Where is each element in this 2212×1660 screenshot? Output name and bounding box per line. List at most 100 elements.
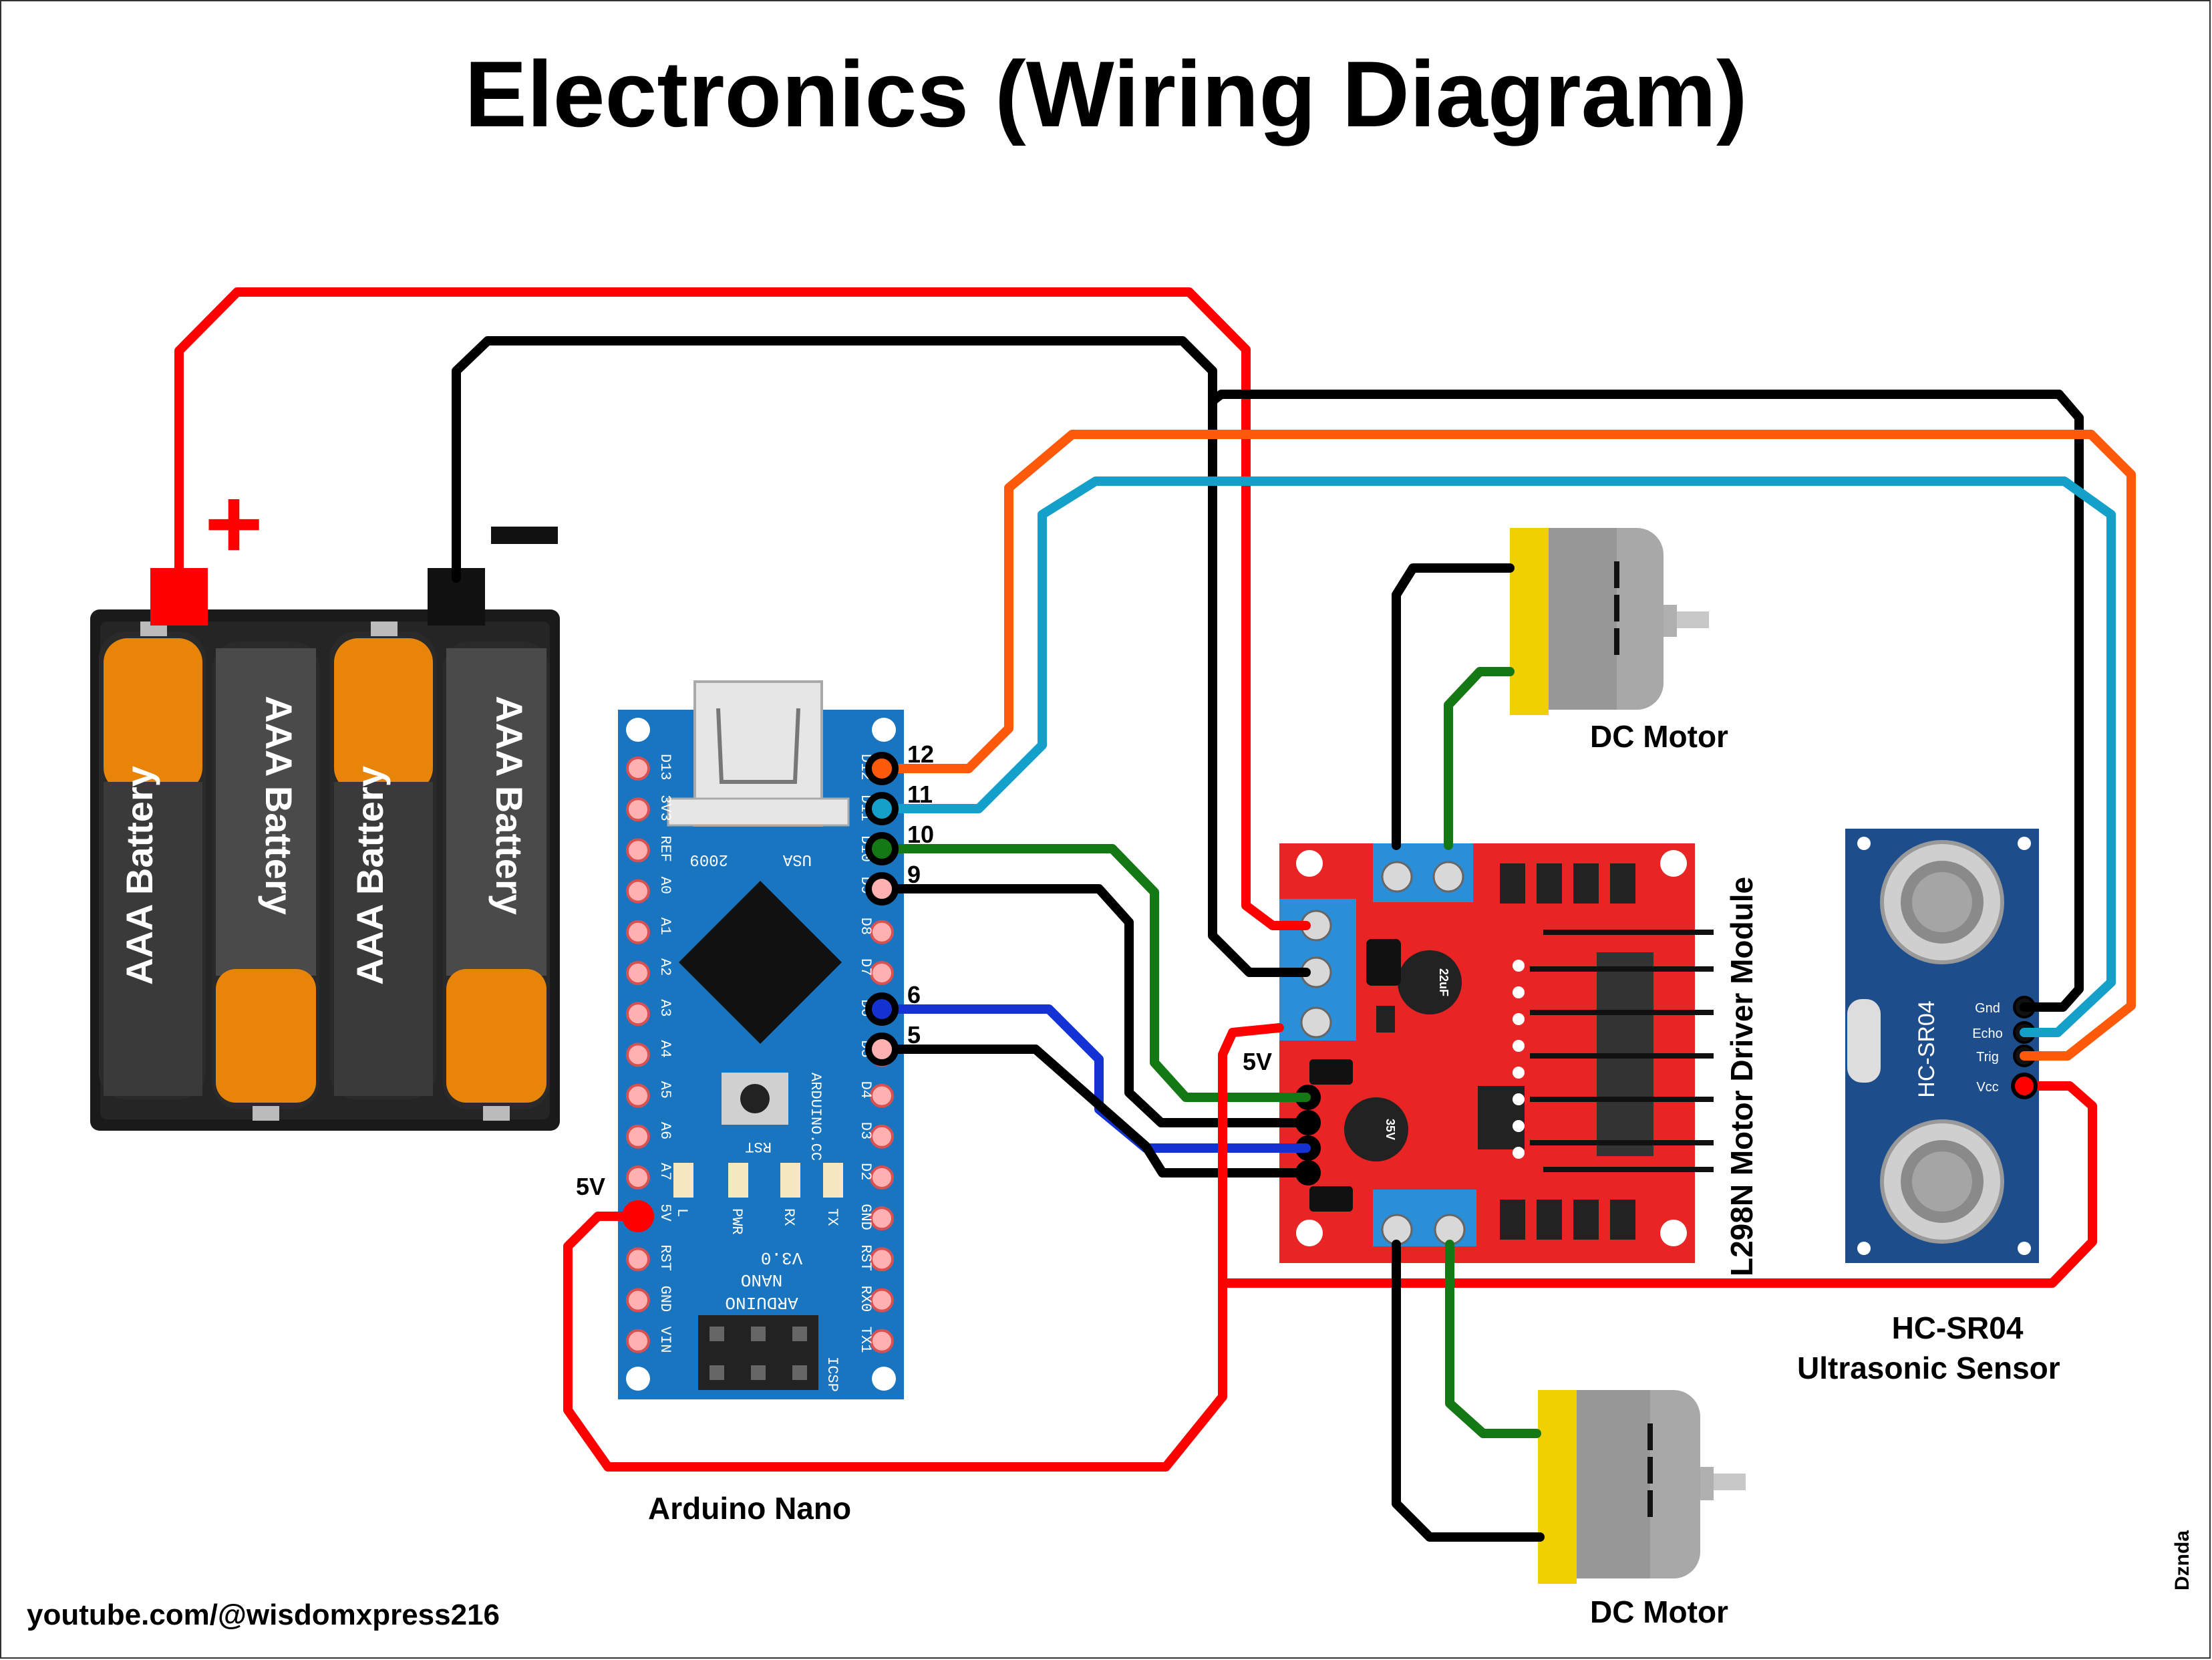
nano-left-pin-label: A6	[657, 1122, 673, 1139]
wire-motor-bottom-green	[1445, 1240, 1541, 1438]
l298n-chip-pins	[1530, 930, 1714, 1172]
battery-cell-2	[212, 642, 319, 1121]
nano-text-nano: NANO	[741, 1270, 782, 1290]
nano-d9-end	[865, 872, 899, 906]
nano-right-pin	[870, 1247, 894, 1272]
nano-left-pin	[626, 756, 650, 781]
nano-right-pin	[870, 1124, 894, 1149]
nano-text-usa: USA	[782, 850, 812, 868]
wire-5v-sensor	[1218, 1081, 2097, 1288]
sensor-pin-label: Gnd	[1975, 1001, 2000, 1016]
wire-d5-in3	[877, 1045, 1311, 1178]
sensor-board-name: HC-SR04	[1914, 1000, 1939, 1097]
nano-text-rst: RST	[745, 1138, 772, 1155]
nano-text-rx: RX	[780, 1208, 797, 1226]
nano-right-pin	[870, 1329, 894, 1353]
arduino-nano-label: Arduino Nano	[648, 1491, 852, 1526]
nano-right-pin-label: D2	[857, 1163, 874, 1180]
nano-left-pin	[626, 1288, 650, 1312]
nano-text-tx: TX	[824, 1208, 840, 1226]
nano-text-arduino: ARDUINO	[725, 1292, 798, 1312]
nano-d12-end	[865, 752, 899, 785]
capacitor-top	[1398, 950, 1462, 1014]
wire-d9-in1	[877, 884, 1311, 1127]
wire-motor-top-black	[1392, 563, 1515, 850]
sensor-pin-label: Echo	[1972, 1026, 2003, 1041]
battery-cell-label-4: AAA Battery	[488, 696, 530, 915]
nano-left-pin-label: A5	[657, 1081, 673, 1099]
nano-left-pin-label: A3	[657, 999, 673, 1016]
nano-text-2009: 2009	[689, 850, 728, 868]
nano-right-pin	[870, 1288, 894, 1312]
driver-label: L298N Motor Driver Module	[1724, 876, 1759, 1276]
wire-sensor-gnd	[1208, 390, 2084, 1012]
nano-left-pin	[626, 1083, 650, 1108]
pin-label-5: 5	[907, 1021, 921, 1049]
jumper-bottom	[1309, 1186, 1353, 1212]
nano-left-pin	[626, 797, 650, 822]
jumper-5v	[1309, 1059, 1353, 1085]
arduino-nano: USA 2009 RST ARDUINO.CC L PWR RX TX V3.0…	[618, 680, 904, 1399]
nano-left-pin-label: A7	[657, 1163, 673, 1180]
battery-cell-4	[443, 642, 550, 1121]
wire-5v-nano	[563, 1023, 1284, 1472]
capacitor-bottom-text: 35V	[1384, 1119, 1397, 1140]
nano-text-version: V3.0	[761, 1248, 802, 1268]
nano-left-pin-label: A2	[657, 958, 673, 976]
microcontroller-chip	[679, 881, 842, 1044]
pin-label-9: 9	[907, 861, 921, 888]
nano-left-pin	[626, 920, 650, 944]
wire-endpoints	[622, 752, 2038, 1232]
nano-right-pin-label: D4	[857, 1081, 874, 1099]
capacitor-bottom	[1344, 1097, 1408, 1161]
sensor-pin-label: Trig	[1976, 1050, 1999, 1065]
nano-right-pin-label: RST	[857, 1244, 874, 1271]
nano-5v-end	[622, 1200, 654, 1232]
sensor-vcc-end	[2011, 1073, 2038, 1099]
led-l	[673, 1163, 693, 1198]
wires	[174, 287, 2136, 1542]
wire-motor-bottom-black	[1392, 1240, 1545, 1542]
nano-left-pin-label: RST	[657, 1244, 673, 1271]
led-pwr	[728, 1163, 748, 1198]
dc-motor-top-shaft	[1677, 611, 1709, 628]
battery-cell-3	[329, 621, 436, 1099]
nano-right-pin	[870, 961, 894, 985]
nano-left-pin	[626, 838, 650, 863]
sensor-label-line2: Ultrasonic Sensor	[1797, 1351, 2060, 1385]
capacitor-top-text: 22uF	[1437, 968, 1450, 996]
signature: Dznda	[2171, 1530, 2193, 1590]
page-title: Electronics (Wiring Diagram)	[464, 41, 1748, 146]
nano-right-pin	[870, 1083, 894, 1108]
nano-left-pin-label: 5V	[657, 1204, 673, 1222]
nano-left-pin-label: A4	[657, 1040, 673, 1057]
battery-minus-symbol	[491, 527, 558, 544]
nano-right-pin	[870, 920, 894, 944]
nano-d10-end	[865, 832, 899, 865]
nano-left-pin-label: GND	[657, 1286, 673, 1312]
pin-label-12: 12	[907, 740, 935, 768]
battery-cell-label-2: AAA Battery	[258, 696, 300, 915]
nano-right-pin-label: RX0	[857, 1286, 874, 1312]
led-tx	[823, 1163, 843, 1198]
nano-left-pin-label: VIN	[657, 1327, 673, 1353]
wire-battery-negative	[452, 336, 1311, 977]
sensor-label-line1: HC-SR04	[1891, 1310, 2024, 1345]
nano-right-pin-label: D3	[857, 1122, 874, 1139]
nano-right-pin	[870, 1165, 894, 1190]
battery-cell-label-1: AAA Battery	[118, 766, 160, 985]
dc-motor-bottom	[1538, 1390, 1746, 1584]
nano-d11-end	[865, 792, 899, 825]
nano-text-icsp: ICSP	[824, 1357, 840, 1392]
nano-left-pin	[626, 1002, 650, 1026]
footer-credit: youtube.com/@wisdomxpress216	[27, 1599, 500, 1631]
nano-left-pin-label: 3V3	[657, 795, 673, 821]
nano-left-pin	[626, 961, 650, 985]
dc-motor-top-label: DC Motor	[1590, 719, 1728, 754]
nano-text-pwr: PWR	[728, 1208, 745, 1235]
nano-right-pin-label: TX1	[857, 1327, 874, 1353]
pin-label-10: 10	[907, 821, 935, 848]
nano-5v-label: 5V	[576, 1173, 606, 1200]
dc-motor-bottom-label: DC Motor	[1590, 1595, 1728, 1629]
